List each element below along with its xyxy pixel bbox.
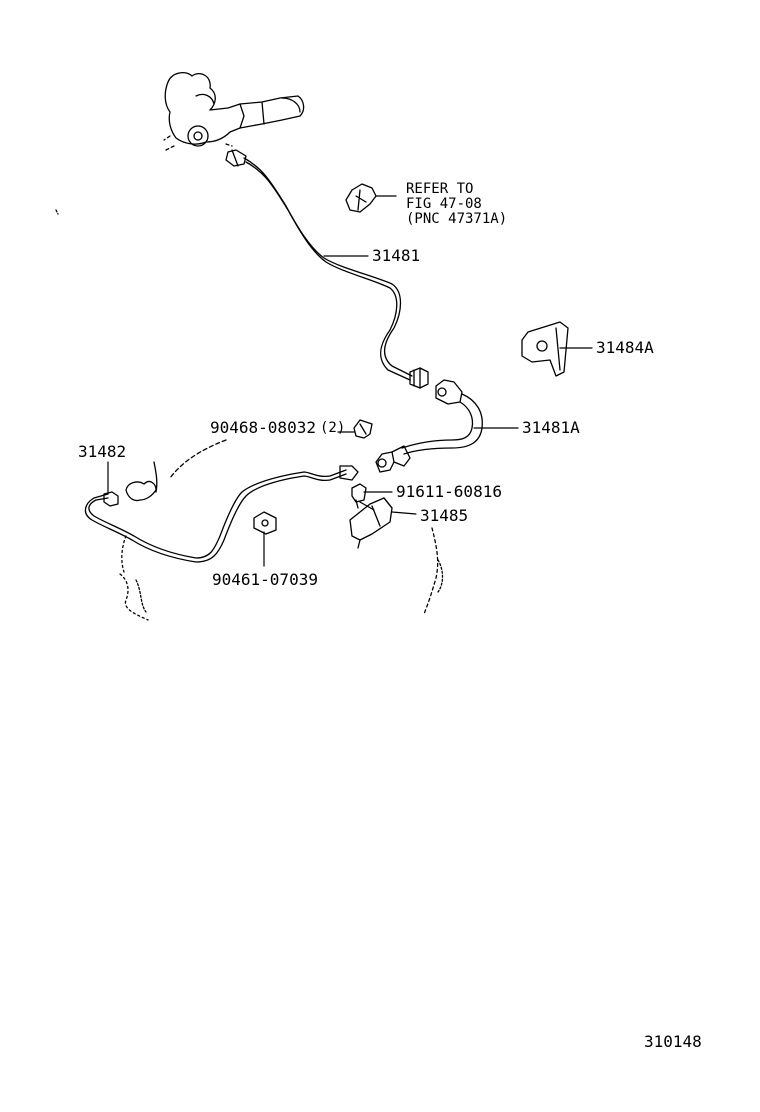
flexible-hose bbox=[375, 379, 483, 473]
note-figure-reference: FIG 47-08 bbox=[406, 196, 482, 212]
label-90461-07039: 90461-07039 bbox=[212, 570, 318, 589]
label-clip-quantity: (2) bbox=[320, 420, 346, 436]
tube-end-nut bbox=[409, 367, 429, 389]
bracket-lower-illustration bbox=[349, 497, 393, 549]
upper-fitting-illustration bbox=[225, 149, 247, 167]
note-refer-to: REFER TO bbox=[406, 181, 474, 197]
leader-lines bbox=[107, 255, 593, 567]
bracket-right-illustration bbox=[521, 321, 569, 377]
master-cylinder-illustration bbox=[163, 71, 305, 151]
label-31484a: 31484A bbox=[596, 338, 654, 357]
figure-number: 310148 bbox=[644, 1032, 702, 1051]
label-31485: 31485 bbox=[420, 506, 469, 525]
label-31481a: 31481A bbox=[522, 418, 580, 437]
transmission-housing-outline bbox=[55, 209, 444, 621]
label-31482: 31482 bbox=[78, 442, 127, 461]
release-cylinder-illustration bbox=[121, 461, 158, 573]
label-31481: 31481 bbox=[372, 246, 421, 265]
lower-clutch-tube bbox=[84, 465, 359, 563]
note-pnc-reference: (PNC 47371A) bbox=[406, 211, 508, 227]
label-91611-60816: 91611-60816 bbox=[396, 482, 502, 501]
referenced-part-icon bbox=[345, 183, 397, 213]
clip-illustration bbox=[353, 419, 373, 439]
upper-clutch-tube bbox=[243, 157, 413, 381]
bolt-illustration bbox=[351, 483, 367, 509]
clamp-illustration bbox=[253, 511, 277, 535]
label-90468-08032: 90468-08032 bbox=[210, 418, 316, 437]
